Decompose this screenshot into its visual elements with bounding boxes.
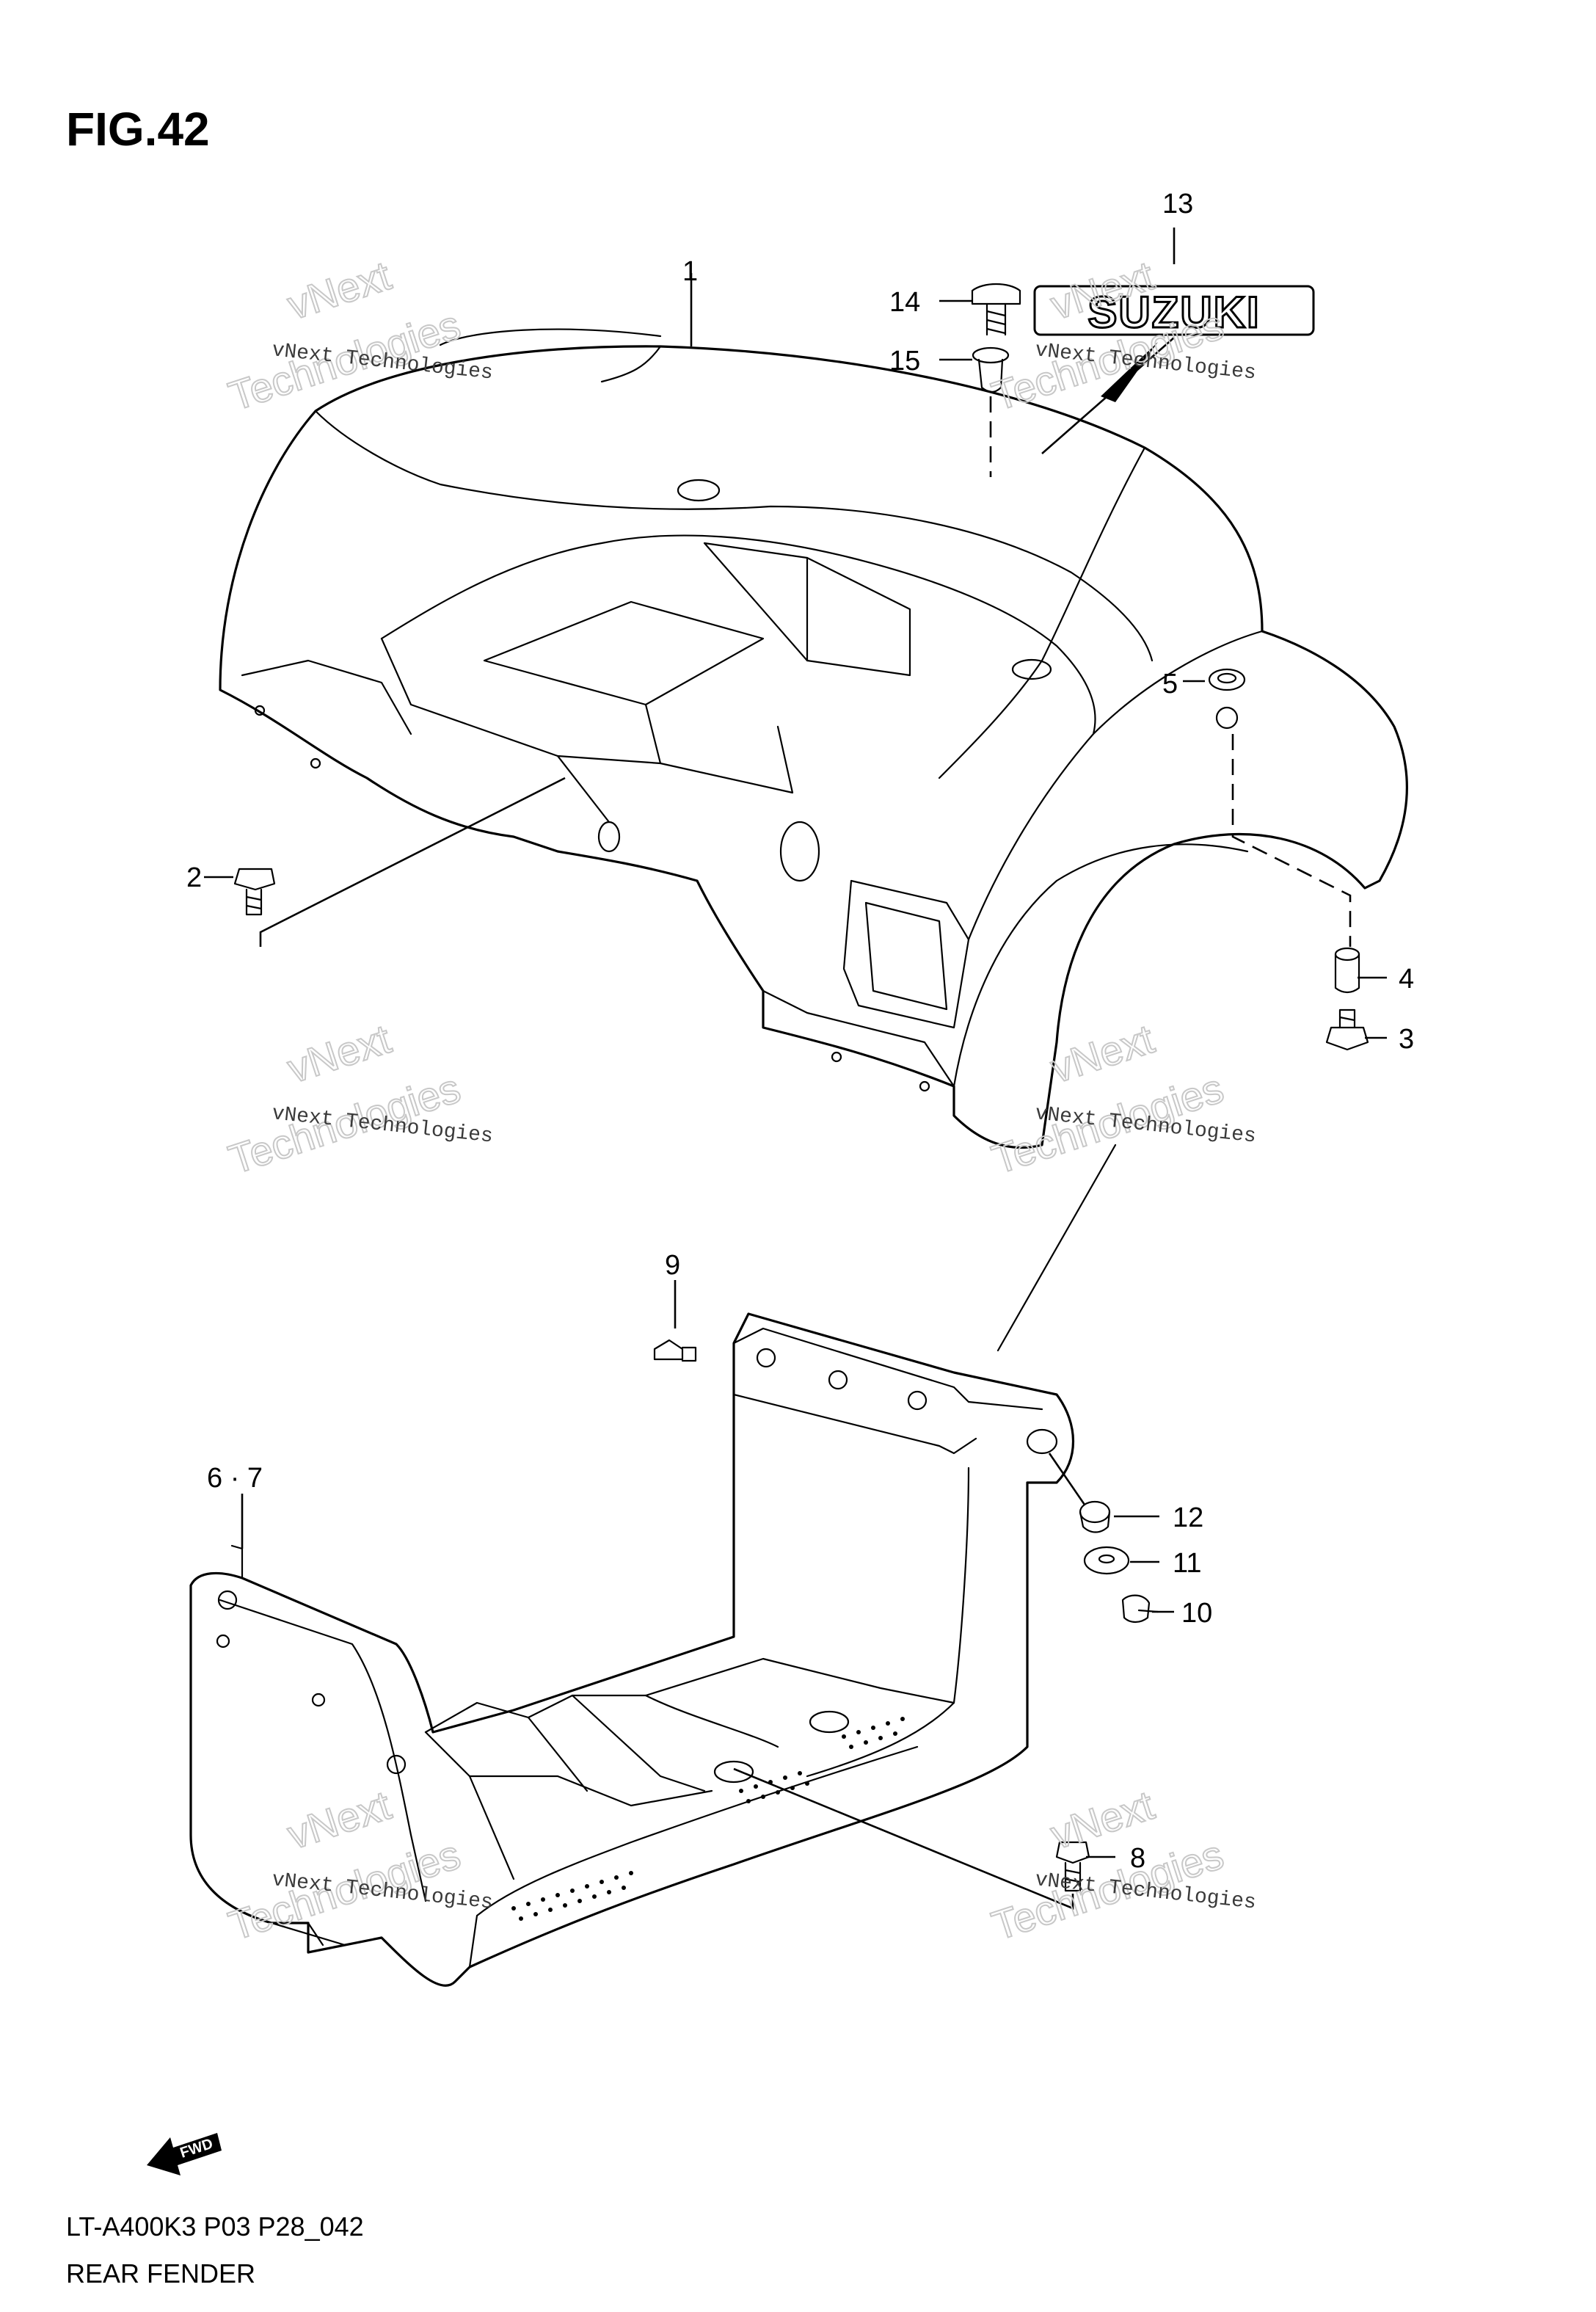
- watermark-2: vNext Technologies vNext Technologies: [985, 251, 1257, 420]
- nut-12: [1079, 1500, 1111, 1533]
- watermark-1-vnext: vNext: [282, 252, 396, 328]
- footrest-perforation: [511, 1717, 905, 1921]
- nut-15: [972, 346, 1010, 393]
- watermark-3-vnext: vNext: [282, 1015, 396, 1091]
- bolt-2: [233, 868, 276, 916]
- screw-10: [1121, 1594, 1159, 1624]
- callout-4: 4: [1399, 964, 1414, 995]
- callout-10: 10: [1181, 1598, 1212, 1629]
- watermark-3: vNext Technologies vNext Technologies: [222, 1014, 494, 1183]
- pointer-arrow-13: [1101, 342, 1158, 402]
- callout-13: 13: [1162, 189, 1193, 219]
- washer-11: [1083, 1546, 1130, 1575]
- callout-14: 14: [889, 287, 920, 318]
- section-name: REAR FENDER: [66, 2258, 255, 2289]
- callout-12: 12: [1173, 1502, 1203, 1533]
- leader-8-bolt: [733, 1767, 1074, 1910]
- suzuki-logo-text: SUZUKI: [1087, 288, 1260, 337]
- bolt-3: [1325, 1008, 1369, 1051]
- forward-direction-indicator: FWD: [147, 2133, 222, 2175]
- callout-9: 9: [665, 1250, 680, 1281]
- watermark-4: vNext Technologies vNext Technologies: [985, 1014, 1257, 1183]
- dash-5-4: [1231, 734, 1352, 947]
- callout-3: 3: [1399, 1024, 1414, 1055]
- screw-14: [971, 283, 1021, 336]
- leader-2-bolt: [259, 777, 566, 947]
- clip-9: [653, 1339, 697, 1362]
- figure-title: FIG.42: [66, 103, 210, 156]
- leader-connect-lower: [996, 1144, 1117, 1352]
- watermark-5-vnext: vNext: [282, 1781, 396, 1858]
- callout-8: 8: [1130, 1843, 1145, 1874]
- watermark-6: vNext Technologies vNext Technologies: [985, 1781, 1257, 1949]
- watermark-1: vNext Technologies vNext Technologies: [222, 251, 494, 420]
- callout-6-7: 6 · 7: [207, 1463, 263, 1494]
- model-code: LT-A400K3 P03 P28_042: [66, 2211, 364, 2242]
- grommet-5: [1208, 668, 1246, 691]
- collar-4: [1334, 947, 1360, 994]
- watermark-5: vNext Technologies vNext Technologies: [222, 1781, 494, 1949]
- mud-guard-part: [189, 1312, 1075, 1987]
- leader-12-a: [1048, 1453, 1086, 1505]
- suzuki-emblem-part: SUZUKI: [1033, 285, 1315, 338]
- bolt-8: [1055, 1841, 1090, 1892]
- callout-1: 1: [682, 256, 698, 287]
- callout-2: 2: [186, 862, 202, 893]
- watermark-4-vnext: vNext: [1045, 1015, 1159, 1091]
- callout-11: 11: [1173, 1548, 1201, 1579]
- rear-fender-part: [219, 328, 1409, 1149]
- callout-5: 5: [1162, 669, 1178, 699]
- callout-15: 15: [889, 346, 920, 377]
